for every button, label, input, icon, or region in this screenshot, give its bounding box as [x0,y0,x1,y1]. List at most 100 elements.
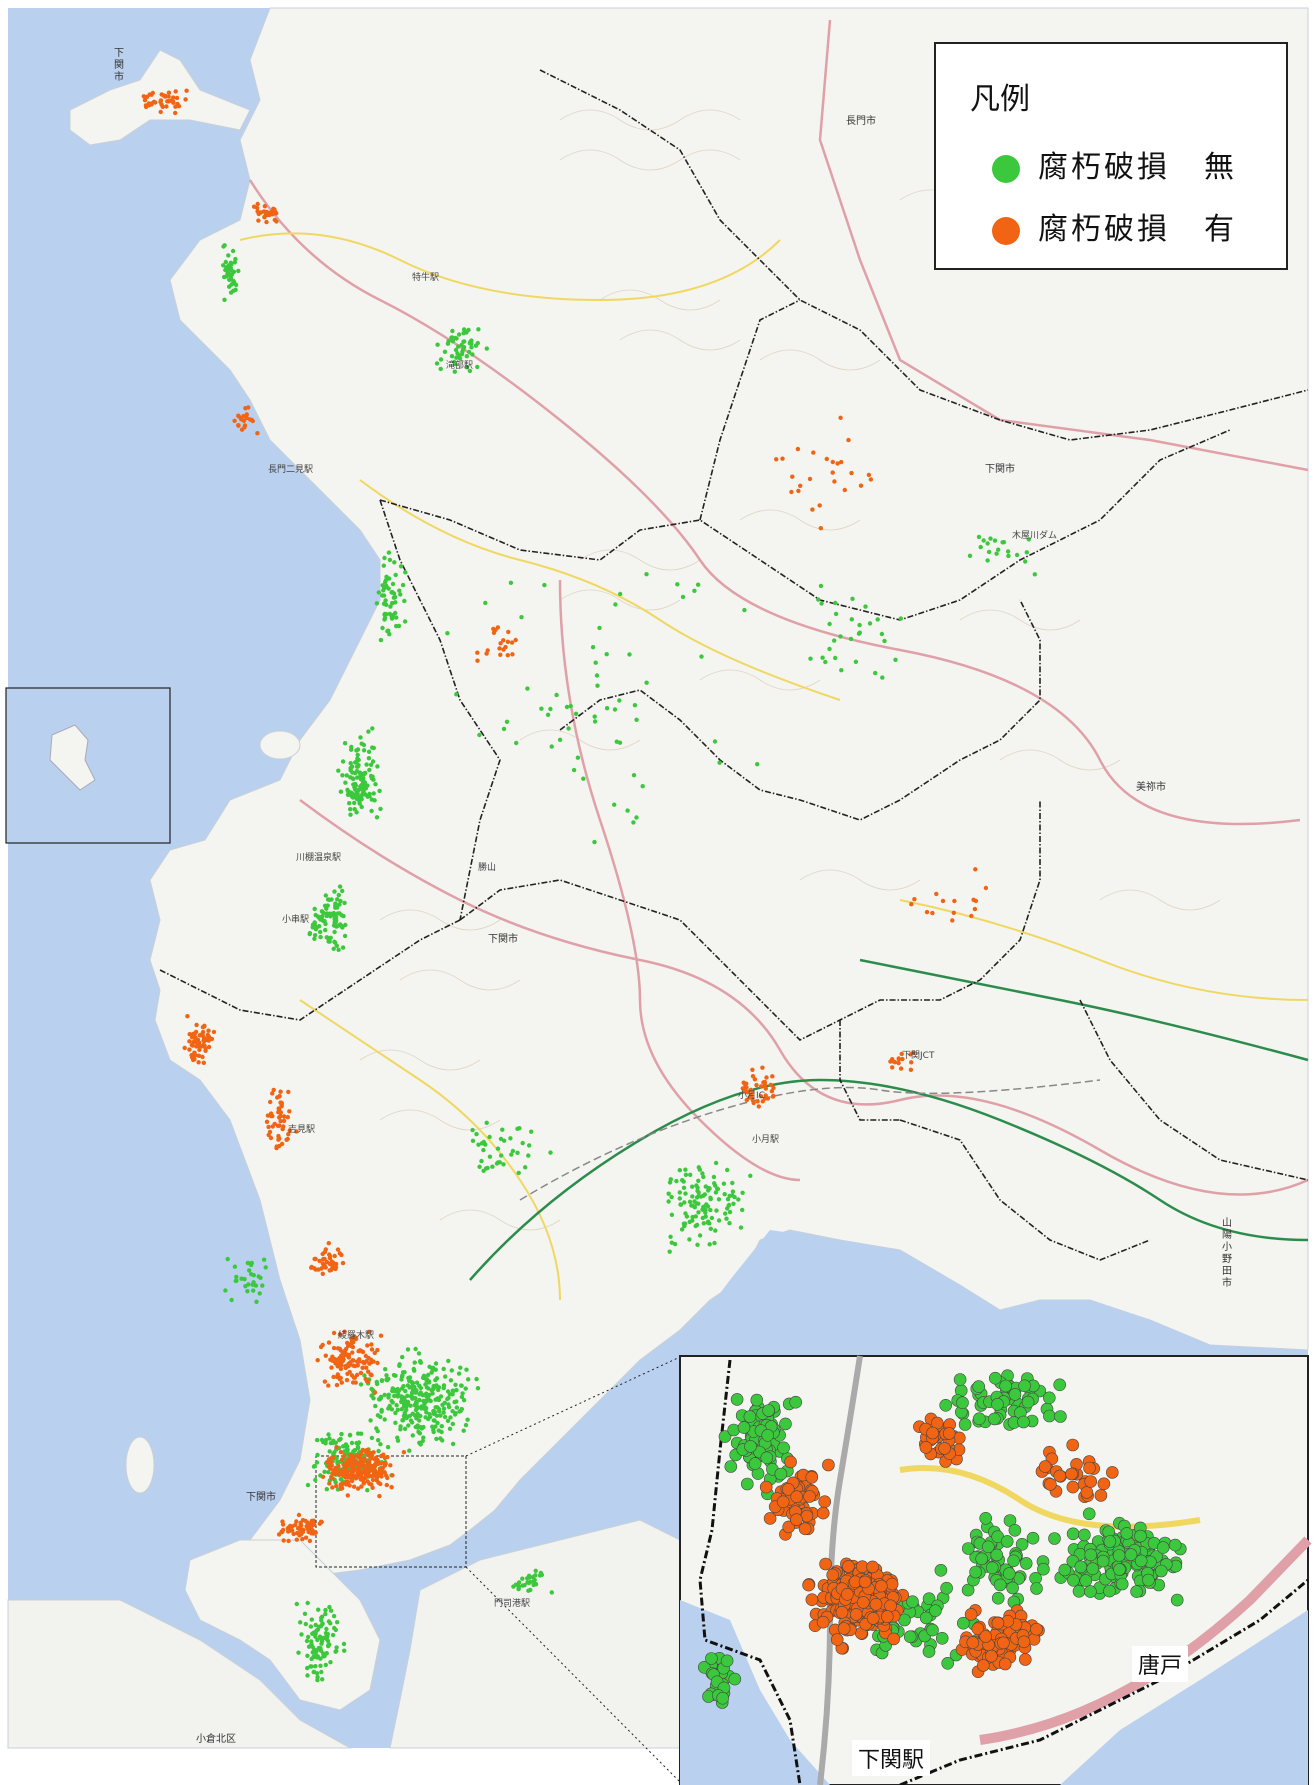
survey-point-green [434,361,440,366]
survey-point-orange [279,1102,284,1107]
survey-point-green [592,839,597,845]
survey-point-orange [750,1089,755,1094]
survey-point-green [690,1194,695,1199]
survey-point-green [382,555,387,561]
survey-point-orange [351,1484,357,1489]
zoom-point-green [1019,1557,1033,1570]
survey-point-orange [268,1113,274,1119]
survey-point-green [509,1152,514,1157]
survey-point-green [679,1227,685,1232]
survey-point-orange [329,1463,334,1468]
municipal-boundaries [159,69,1309,1261]
survey-point-orange [750,1067,755,1073]
survey-point-green [808,656,813,661]
survey-point-green [696,1165,701,1170]
survey-point-green [724,1216,729,1221]
survey-point-green [359,741,364,746]
survey-point-green [690,1184,695,1189]
survey-point-orange [366,1459,372,1464]
survey-point-orange [498,641,503,646]
survey-point-green [695,1185,700,1191]
land-kyushu [7,1599,352,1749]
survey-point-green [725,1197,731,1202]
zoom-point-orange [971,1622,985,1635]
survey-point-green [246,1282,251,1287]
land-mutsure [49,724,96,791]
survey-point-green [396,1388,401,1394]
survey-point-orange [372,1390,378,1395]
sea-suo-nada [680,1230,1308,1370]
survey-point-green [358,777,364,782]
survey-point-green [879,631,885,637]
survey-point-green [713,1228,718,1233]
survey-point-orange [350,1336,355,1341]
survey-point-green [239,1276,244,1281]
survey-point-green [332,917,337,922]
survey-point-green [363,770,368,776]
survey-point-green [417,1397,422,1403]
survey-point-orange [256,211,261,217]
survey-point-orange [190,1043,195,1048]
zoom-point-green [985,1561,999,1575]
zoom-point-green [720,1654,734,1668]
zoom-point-orange [849,1608,863,1621]
survey-point-orange [381,1452,386,1457]
survey-point-green [668,1234,673,1240]
survey-point-green [592,714,597,719]
survey-point-orange [264,1119,270,1125]
survey-point-orange [345,1364,350,1369]
survey-point-orange [846,437,851,443]
survey-point-green [335,897,340,902]
survey-point-orange [374,1478,379,1483]
survey-point-green [260,1283,265,1288]
survey-point-green [335,1620,340,1625]
survey-point-green [420,1438,425,1444]
survey-point-green [427,1412,432,1417]
survey-point-green [378,1442,383,1447]
survey-point-green [323,1607,328,1613]
survey-point-orange [774,457,779,462]
survey-point-green [325,897,331,902]
survey-point-orange [343,1346,349,1352]
survey-point-green [726,1202,732,1208]
survey-point-orange [388,1463,393,1468]
survey-point-green [694,1222,700,1228]
city-label: 長門市 [846,116,876,127]
survey-point-orange [358,1370,364,1376]
survey-point-green [312,906,317,912]
survey-point-green [394,623,399,629]
survey-point-green [375,1429,380,1434]
survey-point-green [475,340,480,346]
survey-point-orange [367,1361,372,1366]
zoom-point-orange [1066,1480,1080,1494]
zoom-point-orange [819,1557,832,1571]
survey-point-green [434,1436,439,1442]
zoom-point-orange [1083,1461,1096,1475]
survey-point-orange [353,1336,359,1342]
survey-point-orange [326,1340,332,1345]
survey-point-green [322,903,328,908]
survey-point-green [461,1398,467,1403]
place-label: 吉見駅 [288,1125,316,1135]
survey-point-green [381,601,387,606]
city-label: 山陽小野田市 [1222,1218,1232,1289]
survey-point-green [402,619,408,624]
zoom-point-green [1018,1379,1031,1393]
survey-point-green [316,1624,322,1630]
survey-point-orange [268,1099,273,1105]
survey-point-green [312,921,317,927]
survey-point-green [689,1203,694,1208]
survey-point-green [339,1431,344,1437]
survey-point-green [477,1164,482,1170]
survey-point-orange [760,1065,765,1070]
survey-point-green [361,786,366,791]
place-label: 下関JCT [902,1051,935,1061]
survey-point-green [461,339,466,344]
survey-point-green [449,1368,454,1373]
survey-point-green [618,591,623,597]
survey-point-green [666,1199,671,1204]
zoom-point-orange [887,1632,901,1646]
survey-point-green [413,1346,418,1352]
survey-point-green [434,1413,440,1418]
survey-point-green [402,1426,408,1432]
